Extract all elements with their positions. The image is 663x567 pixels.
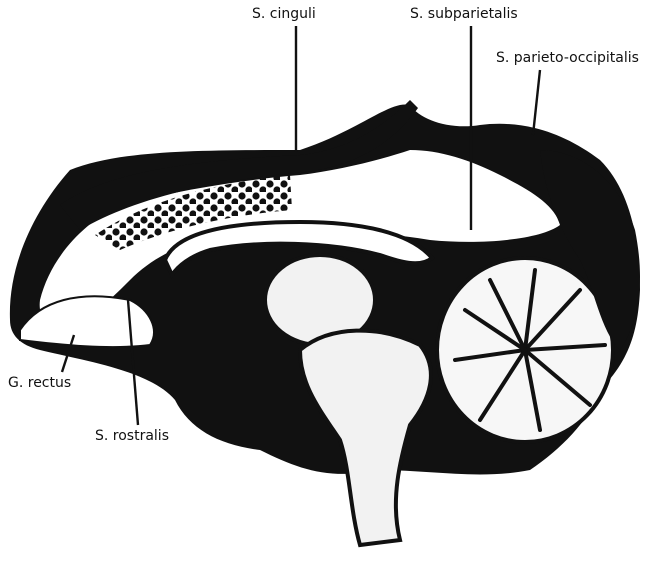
label-s-parieto-occipitalis: S. parieto-occipitalis bbox=[496, 50, 639, 66]
label-s-cinguli: S. cinguli bbox=[252, 6, 316, 22]
label-s-subparietalis: S. subparietalis bbox=[410, 6, 518, 22]
label-s-rostralis: S. rostralis bbox=[95, 428, 169, 444]
pointer-parieto-occipitalis bbox=[533, 70, 540, 135]
label-g-rectus: G. rectus bbox=[8, 375, 71, 391]
cerebellum bbox=[437, 258, 613, 442]
